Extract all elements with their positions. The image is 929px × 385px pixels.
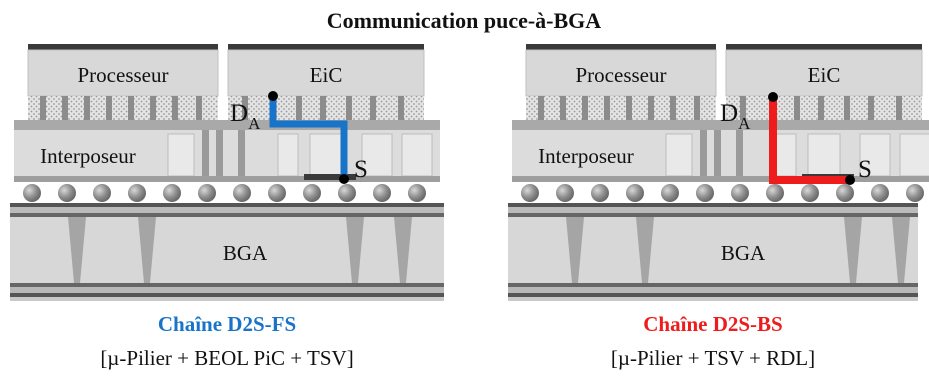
tsv [202, 130, 245, 178]
node-d-dot [268, 91, 278, 101]
eic-chip [725, 49, 923, 97]
micro-pillars [538, 96, 902, 122]
processor-label: Processeur [576, 63, 667, 87]
processor-label: Processeur [78, 63, 169, 87]
eic-chip [227, 49, 425, 97]
node-d-label: DA [230, 100, 261, 133]
processor-chip [27, 49, 219, 97]
interposer-label: Interposeur [538, 144, 634, 168]
bga-label: BGA [223, 241, 268, 265]
eic-label: EiC [310, 63, 343, 87]
signal-path-fs [269, 96, 348, 179]
node-s-dot [845, 175, 855, 185]
left-chain-title: Chaîne D2S-FS [157, 312, 297, 336]
node-d-dot [768, 92, 778, 102]
interposer-beol [512, 120, 929, 130]
eic-cap [228, 44, 424, 50]
right-chain-description: [µ-Pilier + TSV + RDL] [610, 346, 816, 370]
solder-balls [521, 184, 924, 202]
left-package-diagram: Processeur EiC Interposeur [10, 44, 444, 301]
node-s-label: S [354, 156, 368, 183]
tsv [700, 130, 743, 178]
node-s-dot [339, 174, 349, 184]
processor-cap [526, 44, 716, 50]
eic-label: EiC [808, 63, 841, 87]
signal-path-bs [769, 97, 850, 184]
node-s-label: S [858, 156, 872, 183]
right-chain-title: Chaîne D2S-BS [643, 312, 783, 336]
diagram-title: Communication puce-à-BGA [327, 8, 602, 33]
left-chain-description: [µ-Pilier + BEOL PiC + TSV] [100, 346, 354, 370]
underfill [526, 96, 716, 120]
eic-cap [726, 44, 922, 50]
underfill [28, 96, 218, 120]
solder-balls [23, 184, 426, 202]
interposer-label: Interposeur [40, 144, 136, 168]
processor-chip [525, 49, 717, 97]
micro-pillars [40, 96, 404, 122]
interposer-beol [14, 120, 440, 130]
bga-top-stripes [10, 203, 444, 207]
processor-cap [28, 44, 218, 50]
node-d-label: DA [720, 100, 751, 133]
right-package-diagram: Processeur EiC Interposeur [508, 44, 929, 301]
bga-top-stripes [508, 203, 918, 207]
bga-label: BGA [721, 241, 766, 265]
